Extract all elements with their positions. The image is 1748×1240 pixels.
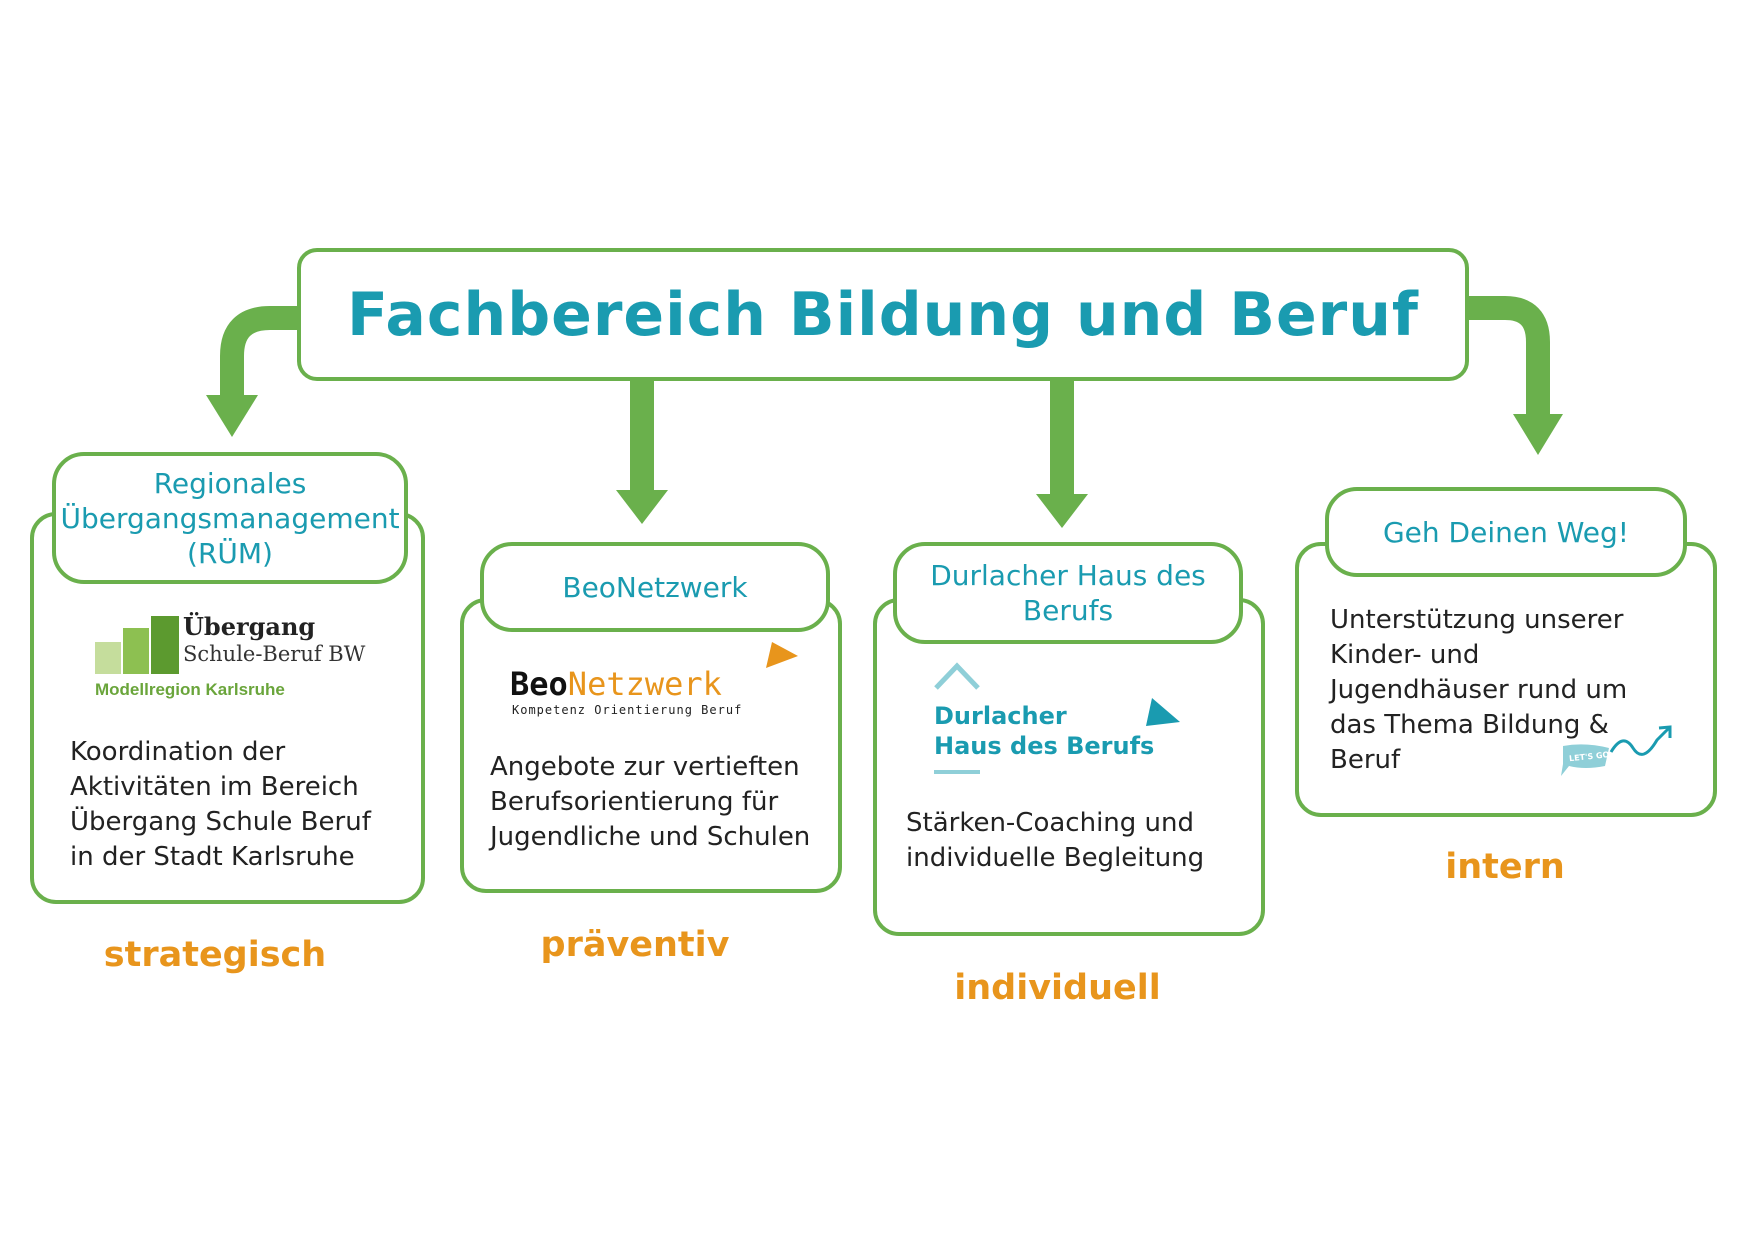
pill-beonetzwerk-label: BeoNetzwerk	[562, 570, 748, 604]
logo-beo: Beo	[510, 665, 568, 703]
category-praeventiv: präventiv	[540, 925, 730, 965]
category-strategisch: strategisch	[103, 935, 327, 975]
logo-durlacher-line2: Haus des Berufs	[934, 732, 1155, 760]
card-geh-deinen-weg	[1295, 542, 1717, 817]
logo-durlacher-underline	[934, 770, 980, 774]
card-durlacher	[873, 598, 1265, 936]
stacked-bars-logo-icon	[95, 616, 179, 674]
arrow-mid-right-head	[1036, 494, 1088, 528]
header-box: Fachbereich Bildung und Beruf	[297, 248, 1469, 381]
orange-triangle-icon	[766, 642, 798, 668]
pill-ruem-label: Regionales Übergangsmanagement (RÜM)	[60, 466, 400, 570]
pill-geh-deinen-weg: Geh Deinen Weg!	[1325, 487, 1687, 577]
logo-uebergang-line1: Übergang	[183, 612, 316, 641]
category-intern: intern	[1445, 847, 1565, 887]
arrow-right-head	[1513, 414, 1563, 455]
header-title: Fachbereich Bildung und Beruf	[346, 279, 1420, 350]
pill-durlacher: Durlacher Haus des Berufs	[893, 542, 1243, 644]
category-individuell: individuell	[954, 968, 1161, 1008]
arrow-right-stem	[1467, 296, 1550, 418]
desc-durlacher: Stärken-Coaching und individuelle Beglei…	[906, 808, 1205, 873]
logo-durlacher: Durlacher Haus des Berufs	[930, 660, 1190, 780]
arrow-squiggle-icon	[1609, 725, 1672, 756]
pill-geh-deinen-weg-label: Geh Deinen Weg!	[1382, 515, 1630, 549]
logo-lets-go: LET'S GO!	[1557, 722, 1682, 784]
desc-geh-deinen-weg: Unterstützung unserer Kinder- und Jugend…	[1330, 605, 1628, 775]
teal-triangle-icon	[1146, 698, 1180, 726]
logo-uebergang-line3: Modellregion Karlsruhe	[95, 680, 285, 699]
roof-chevron-icon	[934, 662, 980, 690]
desc-beonetzwerk: Angebote zur vertieften Berufsorientieru…	[490, 752, 811, 852]
arrow-left-stem	[220, 306, 300, 398]
arrow-mid-left-head	[616, 490, 668, 524]
logo-durlacher-line1: Durlacher	[934, 702, 1067, 730]
logo-netzwerk: Netzwerk	[567, 665, 722, 703]
logo-beonetzwerk-tagline: Kompetenz Orientierung Beruf	[512, 703, 743, 717]
speech-bubble-icon	[1561, 744, 1609, 776]
pill-durlacher-label: Durlacher Haus des Berufs	[930, 559, 1206, 627]
pill-ruem: Regionales Übergangsmanagement (RÜM)	[52, 452, 408, 584]
arrow-left-head	[206, 395, 258, 437]
pill-beonetzwerk: BeoNetzwerk	[480, 542, 830, 632]
desc-ruem: Koordination der Aktivitäten im Bereich …	[70, 737, 371, 872]
logo-beonetzwerk: BeoNetzwerk Kompetenz Orientierung Beruf	[510, 640, 810, 720]
logo-uebergang: Übergang Schule-Beruf BW Modellregion Ka…	[95, 612, 395, 702]
logo-uebergang-line2: Schule-Beruf BW	[183, 642, 366, 666]
